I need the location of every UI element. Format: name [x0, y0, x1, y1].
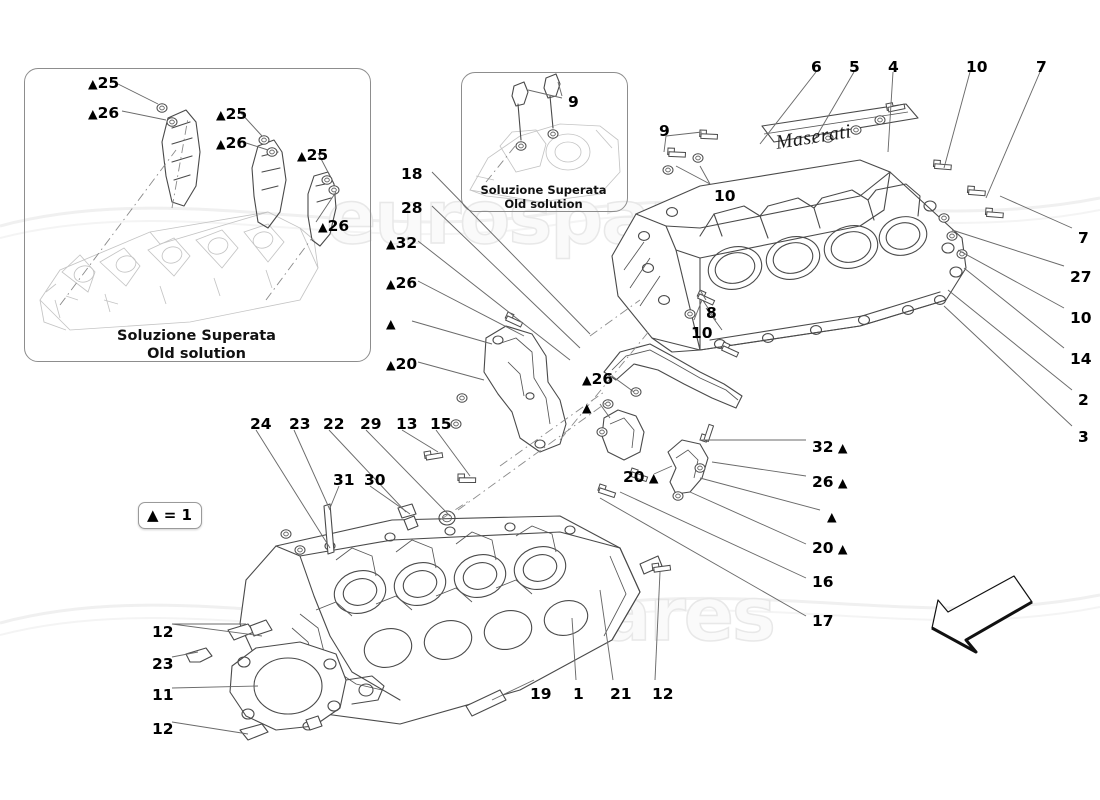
- inset-label-25-c: ▲25: [297, 146, 329, 164]
- callout-12-bottom: 12: [652, 685, 674, 703]
- loose-fasteners: [227, 445, 673, 717]
- callout-1: 1: [573, 685, 584, 703]
- callout-32-left: ▲32: [386, 234, 418, 252]
- inset-old-solution-left: [24, 68, 371, 362]
- callout-12-left-b: 12: [152, 720, 174, 738]
- inset-left-caption-it: Soluzione Superata: [117, 328, 276, 344]
- callout-10-top: 10: [966, 58, 988, 76]
- callout-15: 15: [430, 415, 452, 433]
- callout-10-right: 10: [1070, 309, 1092, 327]
- inset-label-26-a: ▲26: [88, 104, 120, 122]
- callout-19: 19: [530, 685, 552, 703]
- inset-label-26-c: ▲26: [318, 217, 350, 235]
- callout-14: 14: [1070, 350, 1092, 368]
- callout-8: 8: [706, 304, 717, 322]
- callout-26-left: ▲26: [386, 274, 418, 292]
- inset-right-caption: Soluzione Superata Old solution: [461, 183, 626, 211]
- cover-gasket-artwork: [602, 343, 743, 409]
- legend-triangle-equals-one: ▲ = 1: [138, 502, 202, 529]
- inset-label-25-b: ▲25: [216, 105, 248, 123]
- callout-22: 22: [323, 415, 345, 433]
- watermark-bottom: eurospares: [325, 571, 776, 659]
- callout-7-right: 7: [1078, 229, 1089, 247]
- callout-3: 3: [1078, 428, 1089, 446]
- callout-16: 16: [812, 573, 834, 591]
- callout-10-cover: 10: [714, 187, 736, 205]
- callout-26-mid: ▲26: [582, 370, 614, 388]
- legend-text: ▲ = 1: [147, 506, 192, 524]
- inset-left-caption-en: Old solution: [147, 345, 246, 362]
- callout-2: 2: [1078, 391, 1089, 409]
- inset-label-26-b: ▲26: [216, 134, 248, 152]
- callout-30: 30: [364, 471, 386, 489]
- callout-28: 28: [401, 199, 423, 217]
- callout-24: 24: [250, 415, 272, 433]
- callout-4: 4: [888, 58, 899, 76]
- callout-20-mid: 20 ▲: [623, 468, 659, 486]
- callout-6: 6: [811, 58, 822, 76]
- callout-12-left-a: 12: [152, 623, 174, 641]
- callout-5: 5: [849, 58, 860, 76]
- inset-right-caption-en: Old solution: [504, 197, 583, 212]
- callout-18: 18: [401, 165, 423, 183]
- inset-left-caption: Soluzione Superata Old solution: [24, 328, 369, 363]
- head-gasket-artwork: [185, 641, 385, 741]
- direction-arrow: [931, 575, 1033, 654]
- callout-20-right: 20 ▲: [812, 539, 848, 557]
- inset-label-9: 9: [568, 93, 579, 111]
- callout-11: 11: [152, 686, 174, 704]
- inset-label-25-a: ▲25: [88, 74, 120, 92]
- watermark-swoosh-bottom: [0, 593, 1100, 636]
- callout-26-right: 26 ▲: [812, 473, 848, 491]
- callout-21: 21: [610, 685, 632, 703]
- engraved-maserati-script: Maserati: [774, 120, 853, 154]
- callout-17: 17: [812, 612, 834, 630]
- callout-27: 27: [1070, 268, 1092, 286]
- callout-20-left: ▲20: [386, 355, 418, 373]
- inset-right-caption-it: Soluzione Superata: [480, 183, 607, 197]
- callout-10-cover-2: 10: [691, 324, 713, 342]
- callout-23-top: 23: [289, 415, 311, 433]
- callout-29: 29: [360, 415, 382, 433]
- callout-23-left: 23: [152, 655, 174, 673]
- callout-7-top: 7: [1036, 58, 1047, 76]
- assembly-axes: [439, 299, 651, 521]
- callout-triangle-left: ▲: [386, 316, 396, 331]
- callout-32-right: 32 ▲: [812, 438, 848, 456]
- callout-9-cover: 9: [659, 122, 670, 140]
- callout-triangle-mid: ▲: [582, 400, 592, 415]
- callout-31: 31: [333, 471, 355, 489]
- callout-13: 13: [396, 415, 418, 433]
- callout-triangle-right: ▲: [827, 509, 837, 524]
